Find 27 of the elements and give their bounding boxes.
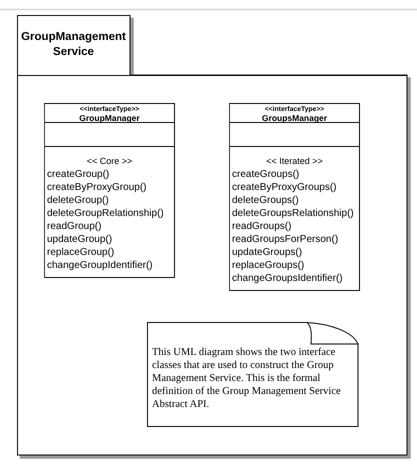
- class-box: [44, 103, 175, 278]
- operation-label: createGroup(): [47, 168, 110, 181]
- operation-label: replaceGroups(): [232, 259, 304, 272]
- note-shape: [147, 322, 359, 427]
- operation-label: readGroups(): [232, 220, 292, 233]
- operation-label: deleteGroups(): [232, 194, 299, 207]
- operation-label: deleteGroupsRelationship(): [232, 207, 354, 220]
- operation-label: createGroups(): [232, 168, 300, 181]
- package-name: GroupManagement Service: [20, 30, 127, 60]
- operation-label: readGroup(): [47, 220, 102, 233]
- operation-label: createByProxyGroup(): [47, 181, 146, 194]
- operation-label: createByProxyGroups(): [232, 181, 336, 194]
- operation-label: updateGroups(): [232, 246, 302, 259]
- operation-label: deleteGroupRelationship(): [47, 207, 164, 220]
- operation-label: changeGroupsIdentifier(): [232, 272, 343, 285]
- package-shape: [17, 15, 411, 460]
- section-stereotype: << Iterated >>: [266, 155, 323, 168]
- class-name: GroupsManager: [262, 114, 328, 122]
- operation-label: updateGroup(): [47, 233, 112, 246]
- operation-label: replaceGroup(): [47, 246, 114, 259]
- section-stereotype: << Core >>: [86, 155, 132, 168]
- operation-label: deleteGroup(): [47, 194, 109, 207]
- operation-label: readGroupsForPerson(): [232, 233, 338, 246]
- class-box: [229, 103, 360, 291]
- operation-label: changeGroupIdentifier(): [47, 259, 153, 272]
- class-name: GroupManager: [79, 114, 140, 122]
- note-text: This UML diagram shows the two interface classes that are used to construct the Group Management Service. This is the formal definition of the Group Management Service Abstract API.: [152, 346, 342, 411]
